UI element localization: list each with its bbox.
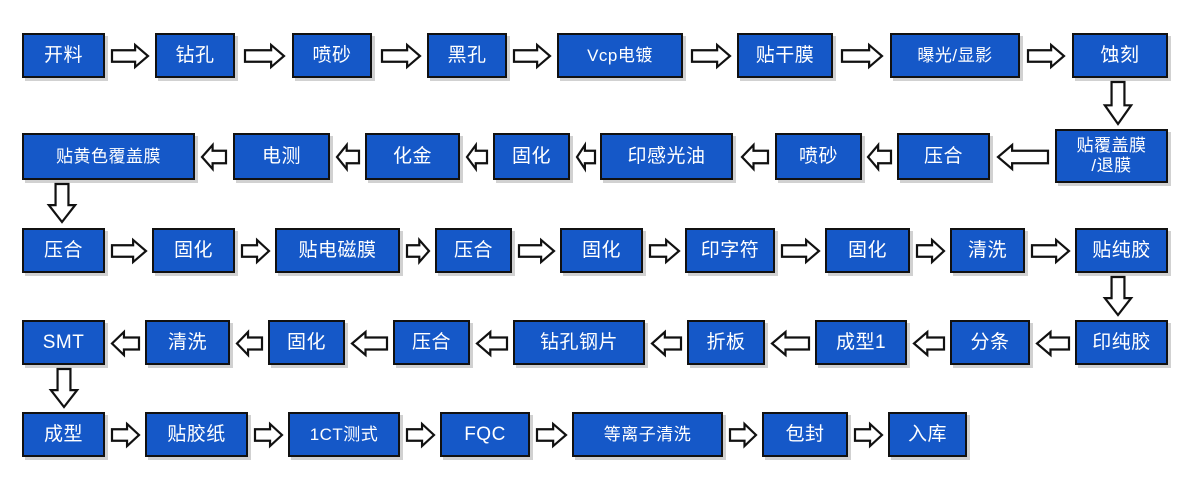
arrow-left-icon: [350, 329, 389, 358]
arrow-right-icon: [915, 237, 946, 265]
process-step-box[interactable]: 电测: [233, 133, 330, 180]
process-step-box[interactable]: 折板: [687, 320, 765, 365]
process-step-box[interactable]: 贴纯胶: [1075, 228, 1168, 273]
process-step-box[interactable]: 固化: [825, 228, 910, 273]
arrow-right-icon: [840, 42, 884, 70]
arrow-left-icon: [996, 142, 1050, 172]
arrow-down-icon: [46, 182, 78, 224]
process-step-box[interactable]: 入库: [888, 412, 967, 457]
arrow-left-icon: [475, 329, 509, 358]
process-step-box[interactable]: 成型: [22, 412, 105, 457]
process-step-box[interactable]: 贴电磁膜: [275, 228, 400, 273]
arrow-right-icon: [243, 42, 286, 70]
arrow-left-icon: [912, 329, 946, 358]
process-step-box[interactable]: 印纯胶: [1075, 320, 1168, 365]
process-step-box[interactable]: 贴黄色覆盖膜: [22, 133, 195, 180]
process-step-box[interactable]: 包封: [762, 412, 848, 457]
arrow-right-icon: [1030, 237, 1071, 265]
process-step-box[interactable]: Vcp电镀: [557, 33, 683, 78]
process-step-box[interactable]: 钻孔: [155, 33, 235, 78]
arrow-left-icon: [740, 142, 770, 172]
arrow-left-icon: [465, 141, 489, 173]
arrow-left-icon: [335, 141, 361, 173]
process-step-box[interactable]: 喷砂: [775, 133, 862, 180]
process-step-box[interactable]: 喷砂: [292, 33, 372, 78]
arrow-right-icon: [853, 421, 884, 449]
process-step-box[interactable]: 曝光/显影: [890, 33, 1020, 78]
process-step-box[interactable]: SMT: [22, 320, 105, 365]
arrow-right-icon: [535, 421, 568, 449]
process-step-box[interactable]: 等离子清洗: [572, 412, 723, 457]
process-step-box[interactable]: 固化: [493, 133, 570, 180]
arrow-right-icon: [240, 237, 271, 265]
arrow-right-icon: [648, 237, 681, 265]
process-step-box[interactable]: 钻孔钢片: [513, 320, 645, 365]
arrow-right-icon: [253, 421, 284, 449]
arrow-down-icon: [48, 367, 80, 409]
process-step-box[interactable]: 固化: [268, 320, 345, 365]
arrow-right-icon: [110, 421, 141, 449]
process-step-box[interactable]: 印字符: [685, 228, 775, 273]
arrow-left-icon: [866, 142, 893, 172]
arrow-left-icon: [770, 329, 811, 358]
arrow-left-icon: [235, 329, 264, 358]
process-step-box[interactable]: 压合: [435, 228, 512, 273]
process-step-box[interactable]: 印感光油: [600, 133, 733, 180]
arrow-left-icon: [200, 142, 228, 172]
process-step-box[interactable]: 清洗: [145, 320, 230, 365]
arrow-right-icon: [1026, 42, 1066, 70]
arrow-left-icon: [110, 329, 141, 358]
arrow-right-icon: [380, 42, 422, 70]
arrow-left-icon: [650, 329, 683, 358]
arrow-right-icon: [405, 421, 436, 449]
process-step-box[interactable]: 分条: [950, 320, 1030, 365]
process-step-box[interactable]: 固化: [560, 228, 643, 273]
arrow-down-icon: [1102, 275, 1134, 317]
process-step-box[interactable]: 开料: [22, 33, 105, 78]
process-step-box[interactable]: 清洗: [950, 228, 1025, 273]
process-step-box[interactable]: 1CT测式: [288, 412, 400, 457]
arrow-down-icon: [1102, 80, 1134, 126]
arrow-right-icon: [110, 42, 150, 70]
arrow-right-icon: [780, 237, 821, 265]
process-step-box[interactable]: 压合: [22, 228, 105, 273]
arrow-left-icon: [575, 141, 597, 173]
arrow-right-icon: [405, 237, 431, 265]
process-step-box[interactable]: 固化: [152, 228, 235, 273]
process-step-box[interactable]: 成型1: [815, 320, 907, 365]
arrow-left-icon: [1035, 329, 1071, 358]
arrow-right-icon: [728, 421, 758, 449]
process-step-box[interactable]: 化金: [365, 133, 460, 180]
arrow-right-icon: [690, 42, 732, 70]
process-step-box[interactable]: 压合: [897, 133, 990, 180]
process-step-box[interactable]: 黑孔: [427, 33, 507, 78]
process-step-box[interactable]: 贴干膜: [737, 33, 833, 78]
process-step-box[interactable]: 贴覆盖膜 /退膜: [1055, 129, 1168, 183]
arrow-right-icon: [517, 237, 556, 265]
arrow-right-icon: [110, 237, 148, 265]
arrow-right-icon: [512, 42, 552, 70]
process-step-box[interactable]: FQC: [440, 412, 530, 457]
process-step-box[interactable]: 蚀刻: [1072, 33, 1168, 78]
process-step-box[interactable]: 贴胶纸: [145, 412, 248, 457]
process-step-box[interactable]: 压合: [393, 320, 470, 365]
